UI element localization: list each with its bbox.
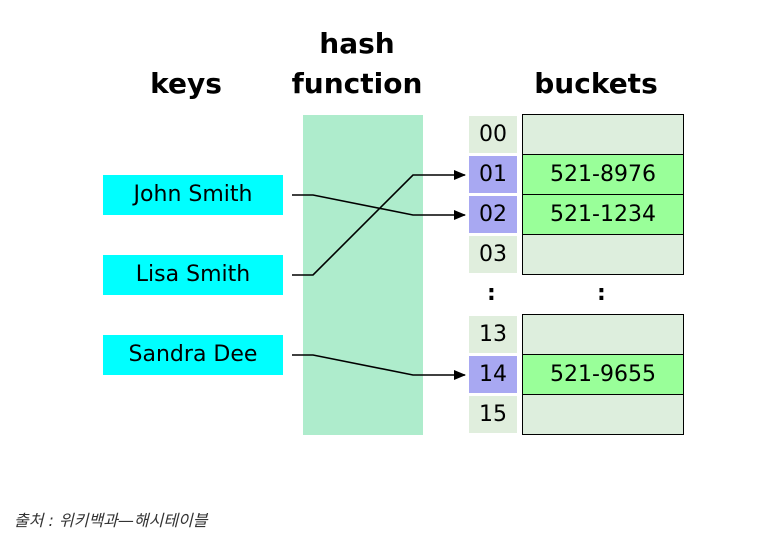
bucket-15 (522, 394, 684, 435)
key-john-smith: John Smith (103, 175, 283, 215)
index-ellipsis: : (487, 281, 496, 306)
index-13: 13 (469, 316, 517, 353)
bucket-14: 521-9655 (522, 354, 684, 395)
bucket-00 (522, 114, 684, 155)
hash-function-header-line1: hash (319, 27, 395, 60)
hash-function-box (303, 115, 423, 435)
index-01: 01 (469, 156, 517, 193)
index-00: 00 (469, 116, 517, 153)
hash-function-header-line2: function (291, 67, 423, 100)
bucket-03 (522, 234, 684, 275)
keys-header: keys (150, 67, 222, 100)
arrow-lisa-smith-to-01 (292, 170, 466, 276)
arrow-john-smith-to-02 (292, 194, 466, 220)
bucket-ellipsis: : (597, 281, 606, 306)
index-02: 02 (469, 196, 517, 233)
index-14: 14 (469, 356, 517, 393)
source-caption: 출처 : 위키백과—해시테이블 (14, 511, 208, 530)
key-sandra-dee: Sandra Dee (103, 335, 283, 375)
arrow-sandra-dee-to-14 (292, 354, 466, 380)
key-lisa-smith: Lisa Smith (103, 255, 283, 295)
bucket-01: 521-8976 (522, 154, 684, 195)
buckets-header: buckets (534, 67, 658, 100)
index-15: 15 (469, 396, 517, 433)
bucket-02: 521-1234 (522, 194, 684, 235)
index-03: 03 (469, 236, 517, 273)
